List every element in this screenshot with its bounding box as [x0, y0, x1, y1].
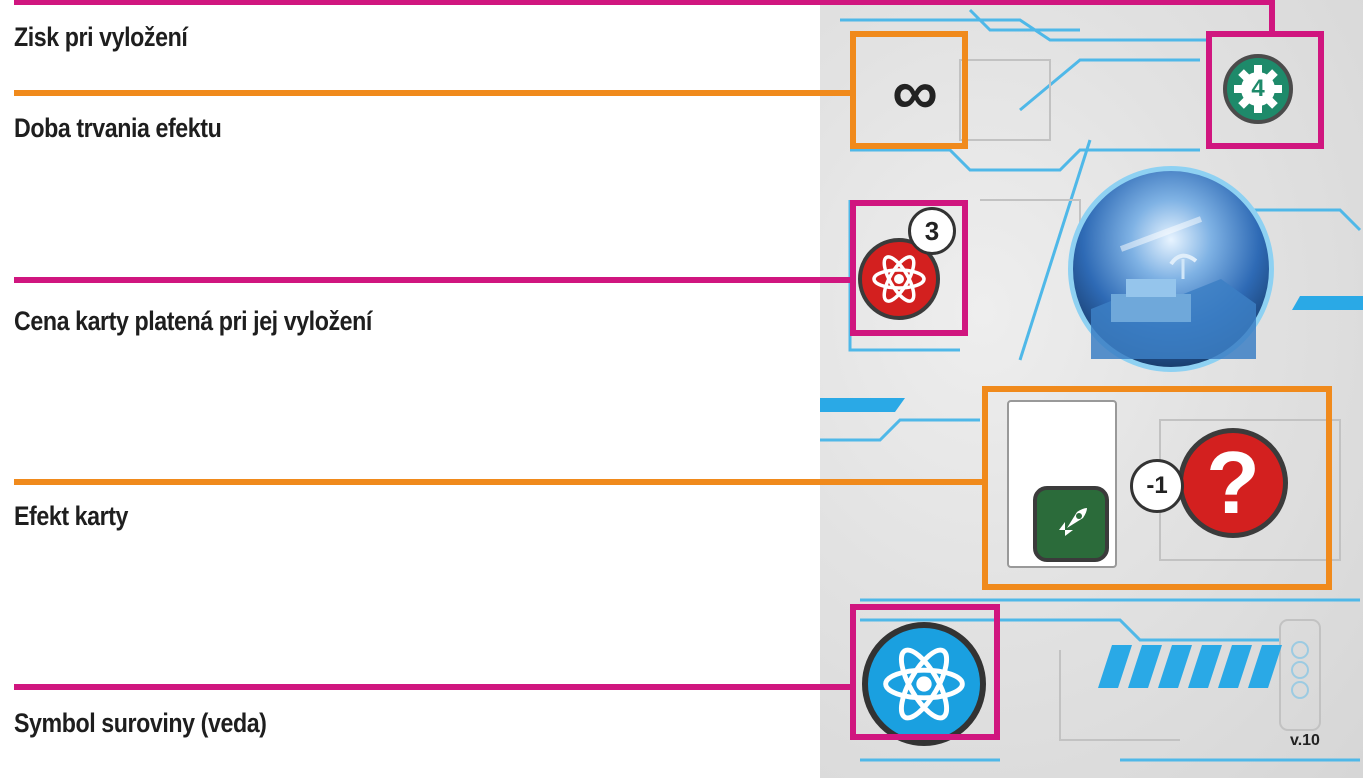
resource-callout-line [14, 684, 852, 690]
duration-highlight-box [850, 31, 968, 149]
effect-label: Efekt karty [14, 501, 129, 531]
effect-highlight-box [982, 386, 1332, 590]
duration-label: Doba trvania efektu [14, 113, 222, 143]
cost-label: Cena karty platená pri jej vyložení [14, 306, 372, 336]
rocket-icon [1033, 486, 1109, 562]
infinity-icon: ∞ [892, 56, 938, 128]
card-version: v.10 [1290, 732, 1320, 749]
card-artwork [1068, 166, 1274, 372]
blue-atom-icon [862, 622, 986, 746]
gain-callout-line-top [14, 0, 1274, 5]
effect-callout-line [14, 479, 984, 485]
atom-icon [872, 255, 926, 303]
gain-label: Zisk pri vyložení [14, 22, 188, 52]
cost-callout-line [14, 277, 852, 283]
base-illustration [1091, 216, 1256, 359]
green-gear-icon: 4 [1223, 54, 1293, 124]
atom-icon [883, 647, 965, 721]
gain-highlight-box [1206, 31, 1324, 149]
card: ∞ 4 3 [820, 0, 1363, 778]
effect-modifier-badge: -1 [1130, 459, 1184, 513]
cost-value-badge: 3 [908, 207, 956, 255]
resource-highlight-box [850, 604, 1000, 740]
rocket-shape [1057, 508, 1087, 538]
cost-highlight-box [850, 200, 968, 336]
resource-label: Symbol suroviny (veda) [14, 708, 267, 738]
gain-callout-line-vertical [1269, 0, 1275, 34]
gear-icon [1234, 65, 1282, 113]
duration-callout-line [14, 90, 852, 96]
gain-value: 4 [1251, 75, 1265, 102]
